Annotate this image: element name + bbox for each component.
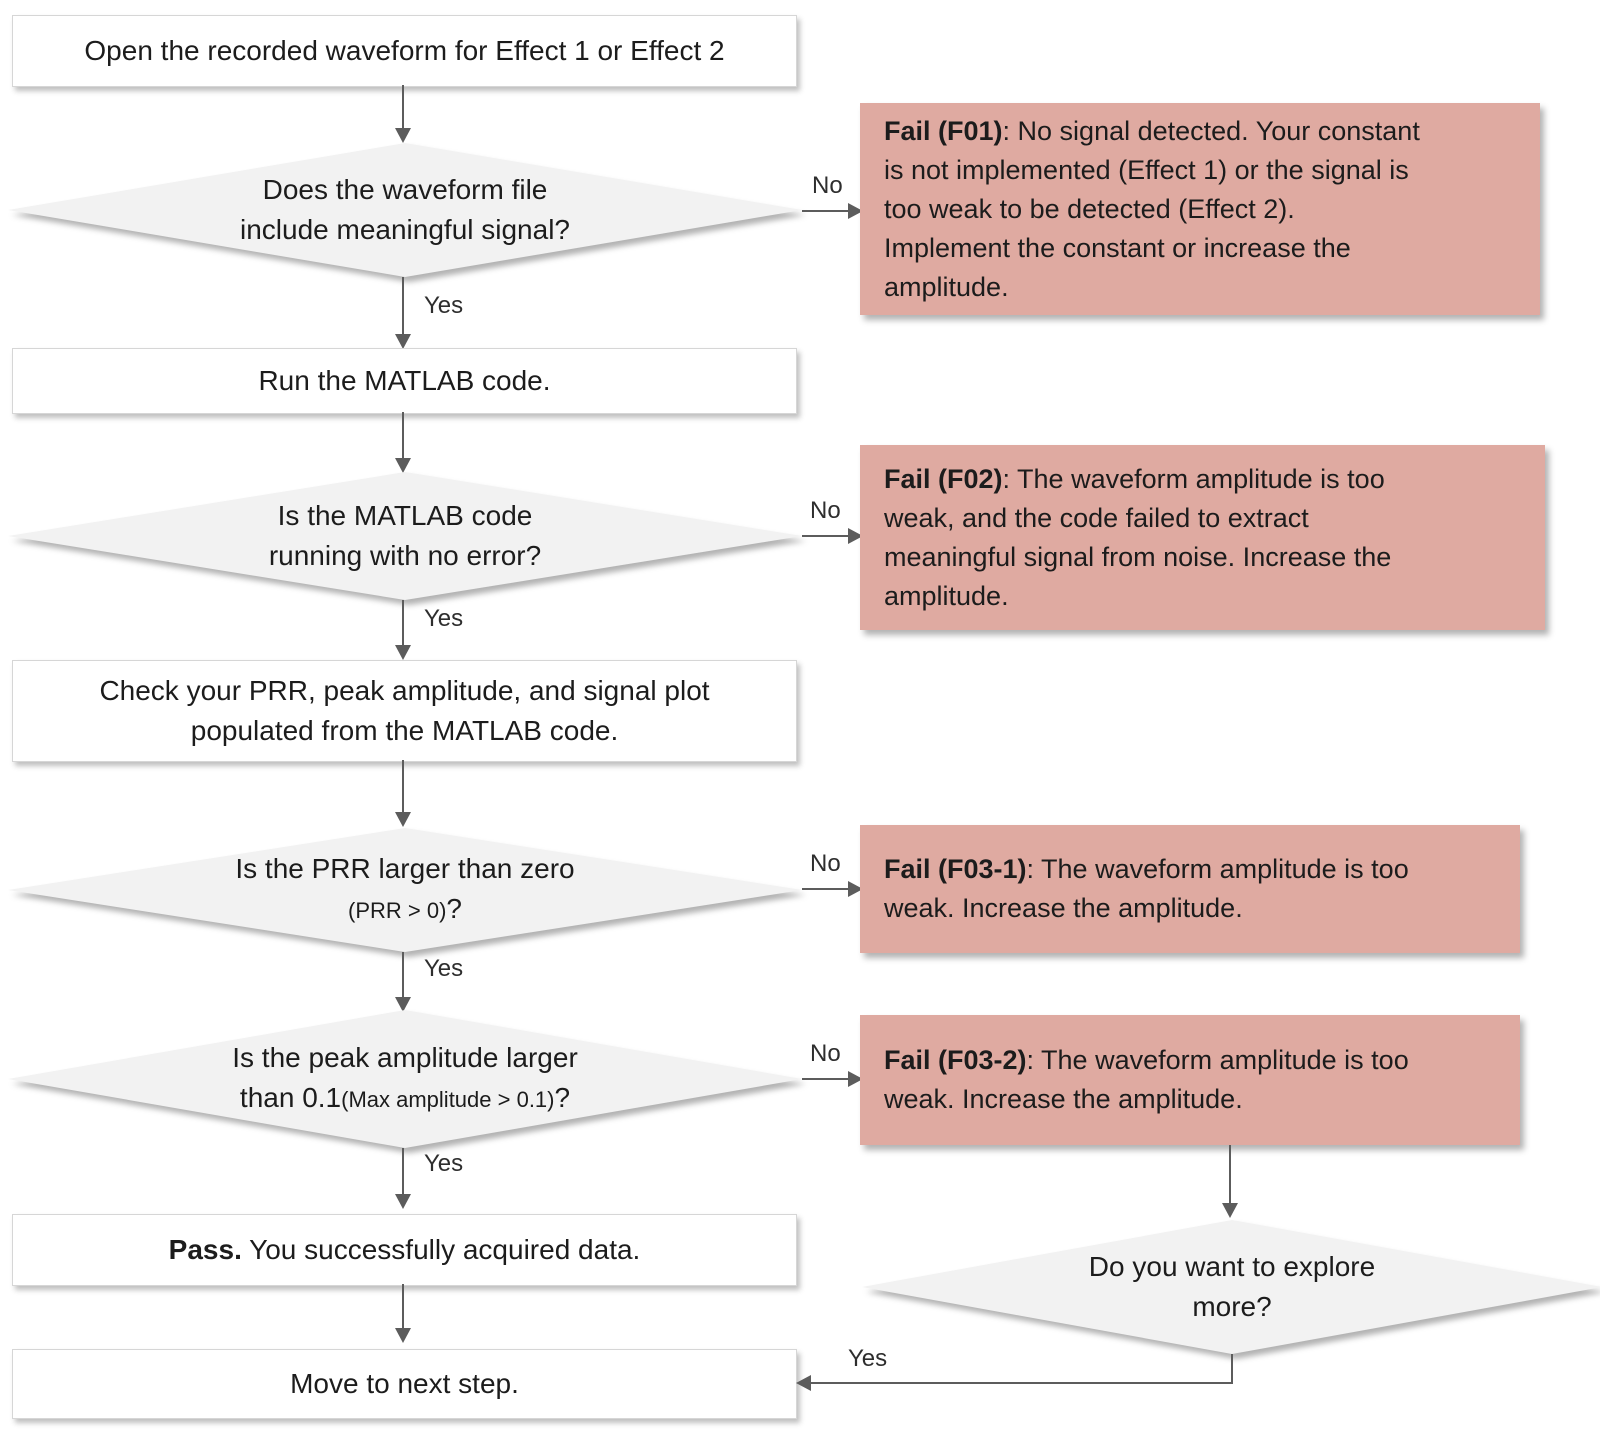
arrowhead-prr-amp <box>395 997 411 1012</box>
no-label-amplitude: No <box>810 1040 841 1067</box>
check-step-line2: populated from the MATLAB code. <box>190 715 619 746</box>
decision-prr-question-mark: ? <box>446 893 462 924</box>
run-step-text: Run the MATLAB code. <box>258 365 551 396</box>
decision-amplitude: Is the peak amplitude larger than 0.1(Ma… <box>8 1010 802 1148</box>
start-step-box: Open the recorded waveform for Effect 1 … <box>12 15 797 87</box>
fail-f01-label: Fail (F01) <box>884 115 1003 146</box>
move-step-box: Move to next step. <box>12 1349 797 1419</box>
fail-f03-1-label: Fail (F03-1) <box>884 854 1027 884</box>
fail-f02-label: Fail (F02) <box>884 463 1003 494</box>
decision-error: Is the MATLAB code running with no error… <box>8 472 802 600</box>
arrowhead-explore-move <box>796 1375 811 1391</box>
decision-prr: Is the PRR larger than zero (PRR > 0)? <box>8 828 802 952</box>
arrowhead-amp-f032 <box>848 1071 863 1087</box>
decision-error-line1: Is the MATLAB code <box>277 500 533 531</box>
fail-f02-text: : The waveform amplitude is too weak, an… <box>884 463 1392 611</box>
no-label-signal: No <box>812 172 843 199</box>
no-label-prr: No <box>810 850 841 877</box>
fail-f03-2-box: Fail (F03-2): The waveform amplitude is … <box>860 1015 1520 1145</box>
decision-prr-condition: (PRR > 0) <box>348 898 447 923</box>
decision-signal: Does the waveform file include meaningfu… <box>8 143 802 277</box>
arrowhead-f032-explore <box>1222 1203 1238 1218</box>
pass-step-detail: You successfully acquired data. <box>241 1234 641 1265</box>
connector-pass-move <box>402 1284 404 1332</box>
connector-explore-elbow-left <box>810 1382 1233 1384</box>
connector-explore-elbow-down <box>1231 1354 1233 1383</box>
decision-amplitude-line2: than 0.1(Max amplitude > 0.1)? <box>240 1078 570 1120</box>
fail-f03-2-label: Fail (F03-2) <box>884 1045 1027 1075</box>
decision-signal-line1: Does the waveform file <box>262 174 548 205</box>
decision-signal-line2: include meaningful signal? <box>240 214 570 245</box>
fail-f01-box: Fail (F01): No signal detected. Your con… <box>860 103 1540 315</box>
decision-amplitude-line1: Is the peak amplitude larger <box>232 1042 578 1073</box>
fail-f03-1-text: : The waveform amplitude is too weak. In… <box>884 854 1409 923</box>
decision-explore-line1: Do you want to explore <box>1088 1251 1376 1282</box>
decision-prr-line2: (PRR > 0)? <box>348 889 462 931</box>
move-step-text: Move to next step. <box>290 1368 519 1399</box>
pass-step-label: Pass. <box>168 1234 242 1265</box>
check-step-line1: Check your PRR, peak amplitude, and sign… <box>99 675 710 706</box>
arrowhead-run-error <box>395 458 411 473</box>
arrowhead-pass-move <box>395 1328 411 1343</box>
connector-run-error <box>402 412 404 462</box>
connector-prr-amp <box>402 952 404 1002</box>
run-step-box: Run the MATLAB code. <box>12 348 797 414</box>
yes-label-explore: Yes <box>848 1345 888 1372</box>
arrowhead-prr-f031 <box>848 881 863 897</box>
yes-label-error: Yes <box>424 605 464 632</box>
decision-amplitude-question-mark: ? <box>554 1082 571 1113</box>
fail-f03-2-text: : The waveform amplitude is too weak. In… <box>884 1045 1409 1114</box>
arrowhead-error-f02 <box>848 528 863 544</box>
arrowhead-start-signal <box>395 128 411 143</box>
decision-prr-line1: Is the PRR larger than zero <box>235 853 575 884</box>
fail-f01-text: : No signal detected. Your constant is n… <box>884 115 1420 302</box>
fail-f02-box: Fail (F02): The waveform amplitude is to… <box>860 445 1545 630</box>
arrowhead-check-prr <box>395 812 411 827</box>
check-step-box: Check your PRR, peak amplitude, and sign… <box>12 660 797 762</box>
pass-step-text: Pass. You successfully acquired data. <box>169 1230 641 1270</box>
fail-f03-1-box: Fail (F03-1): The waveform amplitude is … <box>860 825 1520 953</box>
arrowhead-amp-pass <box>395 1194 411 1209</box>
no-label-error: No <box>810 497 841 524</box>
connector-amp-f032 <box>802 1078 852 1080</box>
yes-label-prr: Yes <box>424 955 464 982</box>
yes-label-amplitude: Yes <box>424 1150 464 1177</box>
yes-label-signal: Yes <box>424 292 464 319</box>
pass-step-box: Pass. You successfully acquired data. <box>12 1214 797 1286</box>
decision-amplitude-threshold: than 0.1 <box>239 1082 342 1113</box>
connector-start-signal <box>402 85 404 131</box>
connector-signal-run <box>402 277 404 339</box>
connector-f032-explore <box>1229 1145 1231 1207</box>
decision-error-line2: running with no error? <box>268 540 542 571</box>
arrowhead-signal-f01 <box>848 203 863 219</box>
connector-amp-pass <box>402 1148 404 1198</box>
arrowhead-error-check <box>395 645 411 660</box>
arrowhead-signal-run <box>395 334 411 349</box>
decision-explore-line2: more? <box>1192 1291 1272 1322</box>
connector-signal-f01 <box>802 210 852 212</box>
connector-prr-f031 <box>802 888 852 890</box>
connector-error-check <box>402 600 404 650</box>
connector-error-f02 <box>802 535 852 537</box>
decision-explore: Do you want to explore more? <box>862 1220 1600 1354</box>
start-step-text: Open the recorded waveform for Effect 1 … <box>84 35 725 66</box>
decision-amplitude-condition: (Max amplitude > 0.1) <box>341 1087 555 1112</box>
connector-check-prr <box>402 760 404 816</box>
